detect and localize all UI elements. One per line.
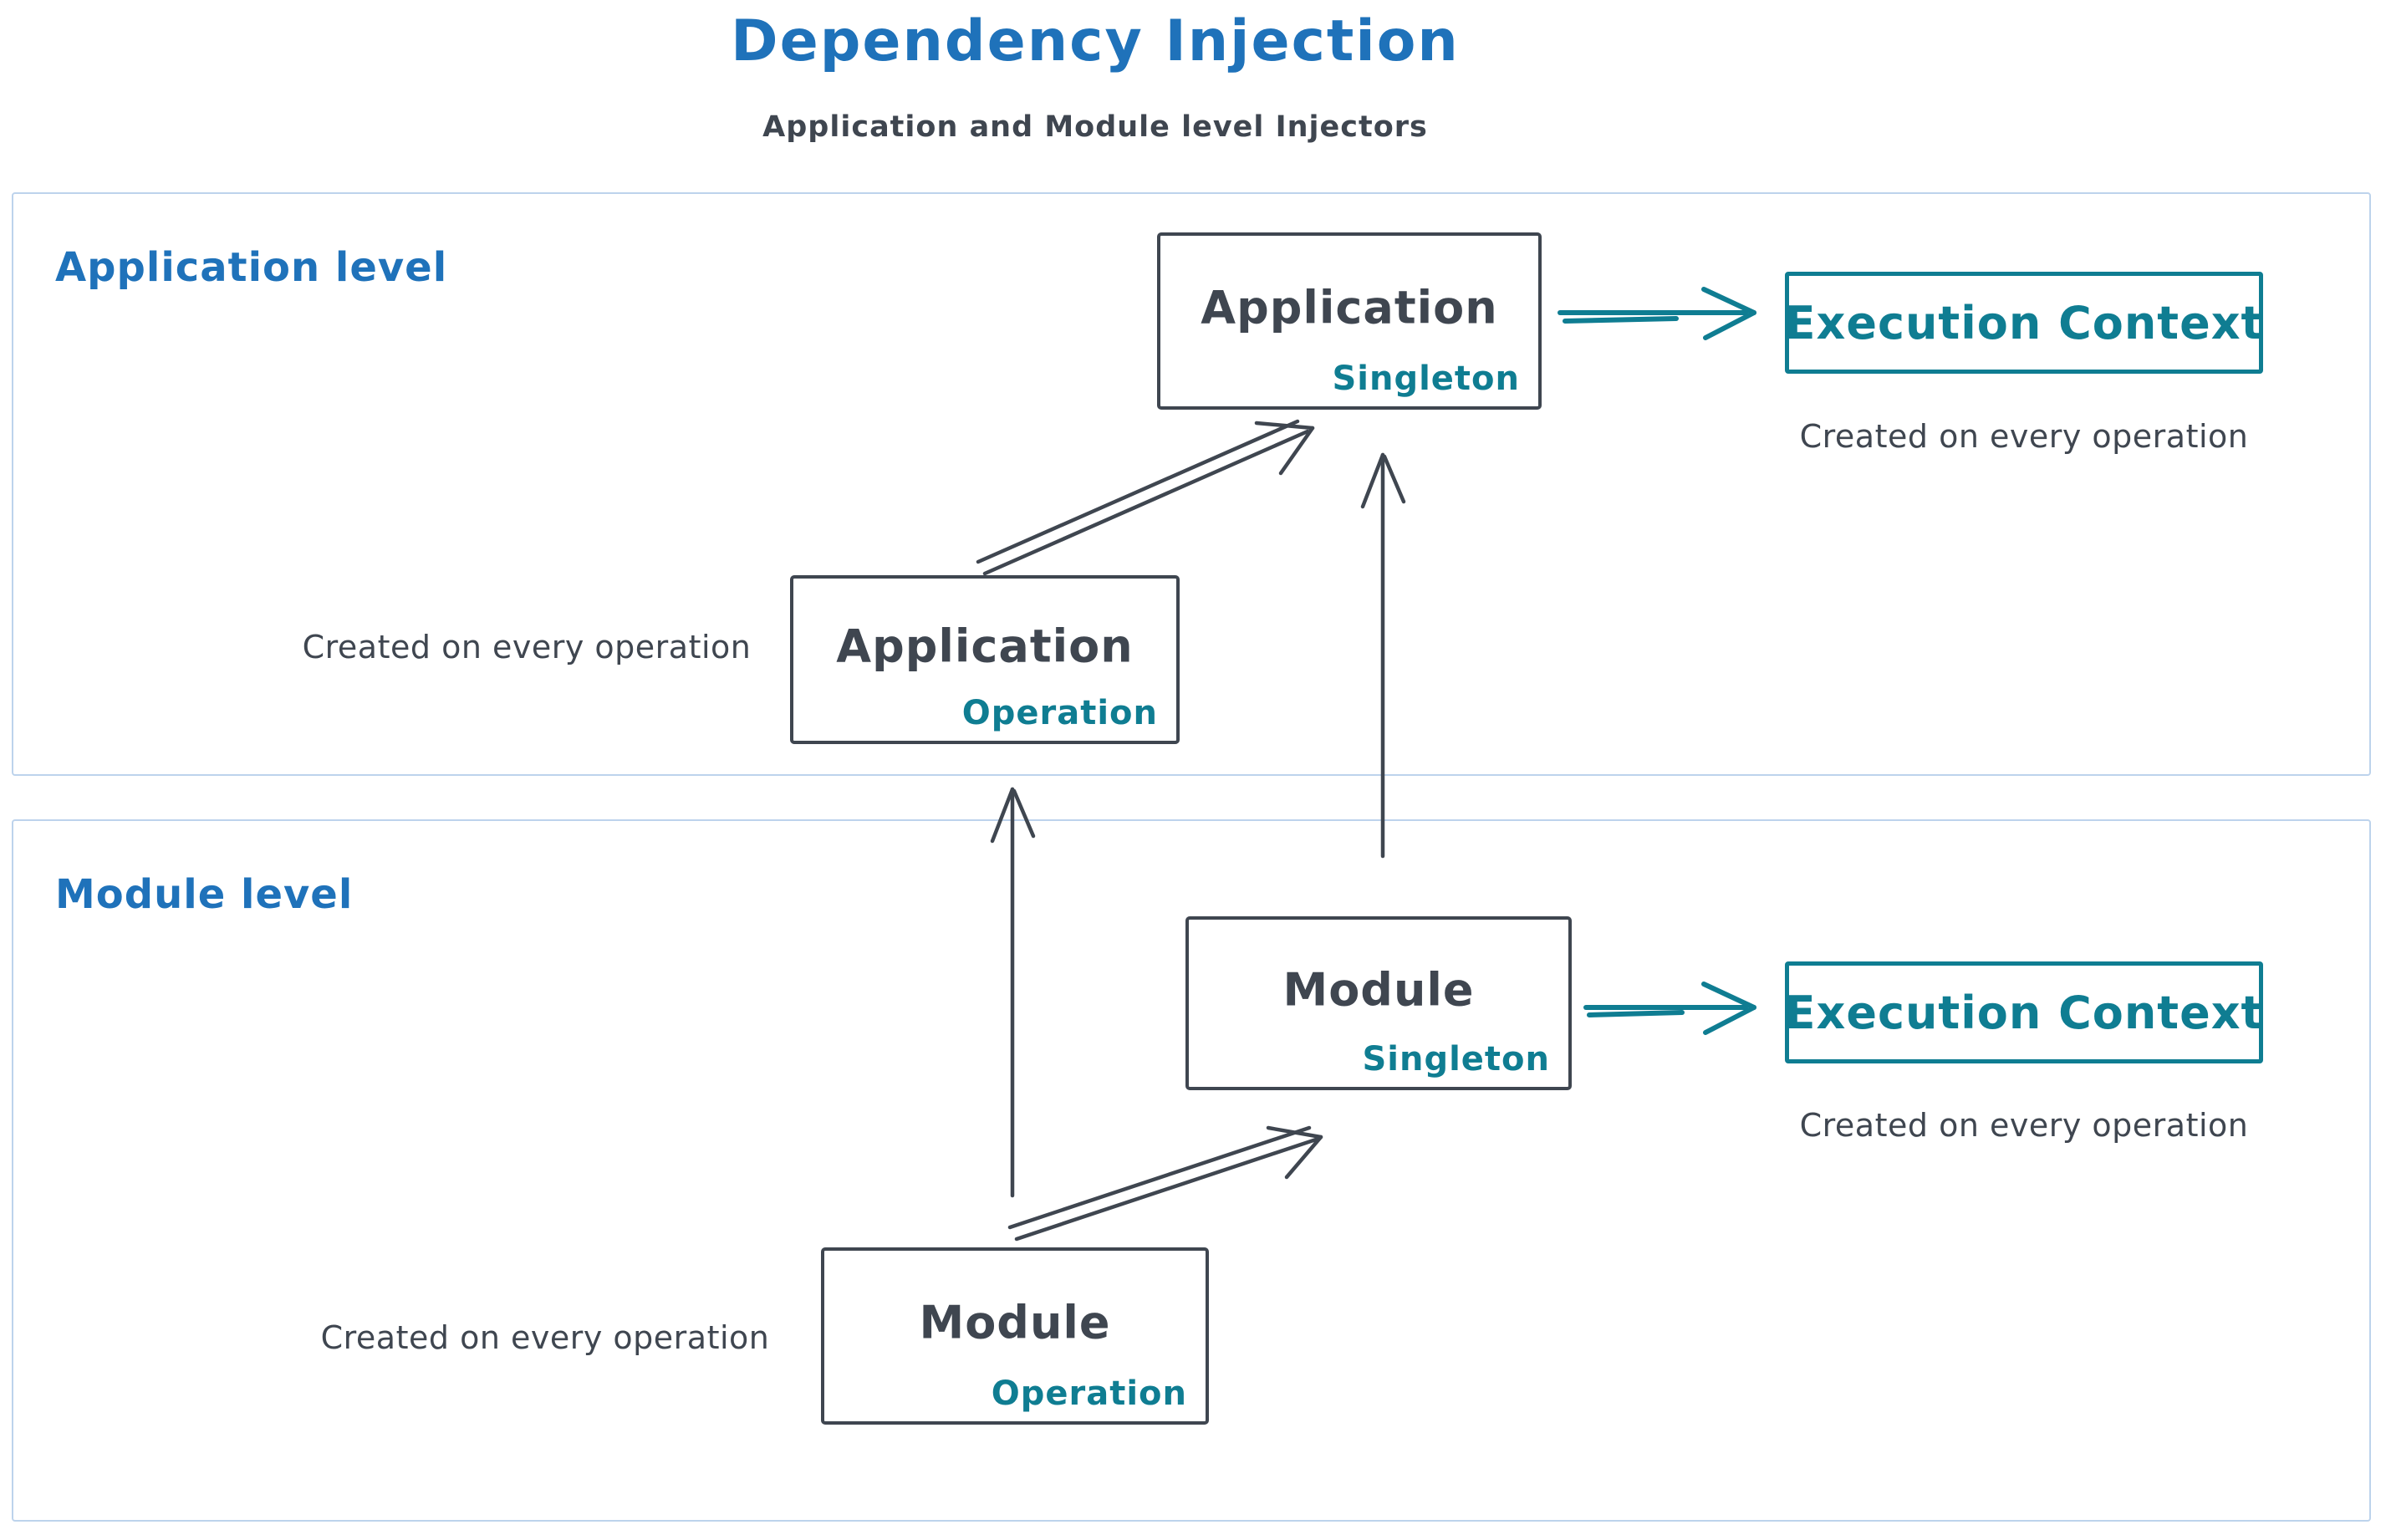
page-title: Dependency Injection — [731, 8, 1460, 74]
module-operation-caption: Created on every operation — [320, 1319, 770, 1356]
module-execution-context-label: Execution Context — [1784, 986, 2264, 1039]
module-singleton-title: Module — [1282, 963, 1475, 1017]
application-operation-title: Application — [836, 620, 1134, 673]
application-singleton-box: Application Singleton — [1157, 232, 1542, 410]
application-level-container — [12, 192, 2371, 776]
module-singleton-scope-tag: Singleton — [1362, 1040, 1550, 1079]
application-singleton-title: Application — [1201, 281, 1498, 334]
application-operation-box: Application Operation — [790, 575, 1180, 744]
application-execution-context-label: Execution Context — [1784, 296, 2264, 349]
page-subtitle: Application and Module level Injectors — [762, 110, 1428, 144]
application-level-label: Application level — [55, 244, 448, 291]
module-operation-box: Module Operation — [821, 1247, 1209, 1425]
module-execution-context-box: Execution Context — [1785, 961, 2263, 1063]
application-execution-context-caption: Created on every operation — [1799, 418, 2249, 455]
application-singleton-scope-tag: Singleton — [1332, 360, 1520, 398]
module-operation-scope-tag: Operation — [991, 1374, 1187, 1413]
application-operation-caption: Created on every operation — [302, 629, 752, 665]
module-operation-title: Module — [919, 1296, 1111, 1349]
application-execution-context-box: Execution Context — [1785, 272, 2263, 374]
module-level-container — [12, 819, 2371, 1522]
module-level-label: Module level — [55, 871, 354, 918]
module-execution-context-caption: Created on every operation — [1799, 1107, 2249, 1144]
module-singleton-box: Module Singleton — [1185, 916, 1572, 1090]
application-operation-scope-tag: Operation — [961, 694, 1158, 732]
